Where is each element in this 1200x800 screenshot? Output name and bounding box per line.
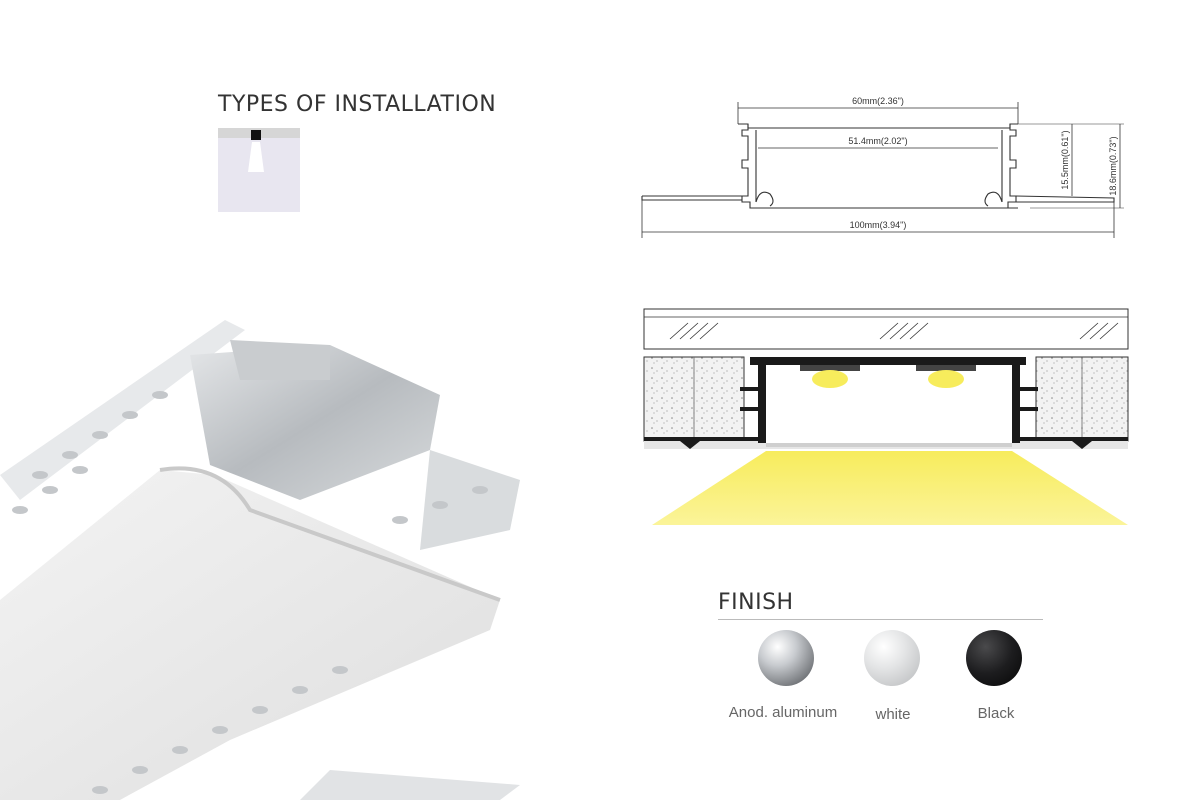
finish-swatch-black [966, 630, 1022, 686]
profile-3d-render [0, 320, 520, 800]
finish-label-white: white [875, 706, 911, 723]
finish-label-black: Black [977, 705, 1015, 722]
dim-height-15: 15.5mm(0.61") [1060, 130, 1070, 189]
finish-divider [718, 619, 1043, 620]
dim-width-60: 60mm(2.36") [852, 96, 904, 106]
dim-width-51: 51.4mm(2.02") [848, 136, 907, 146]
installation-title: TYPES OF INSTALLATION [218, 92, 497, 117]
finish-label-aluminum: Anod. aluminum [728, 704, 838, 721]
installation-cross-section [643, 308, 1129, 525]
finish-title: FINISH [718, 590, 794, 615]
finish-swatch-white [864, 630, 920, 686]
dim-width-100: 100mm(3.94") [850, 220, 907, 230]
finish-swatch-aluminum [758, 630, 814, 686]
profile-dimension-drawing: 60mm(2.36") 51.4mm(2.02") 15.5mm(0.61") … [641, 96, 1124, 238]
recessed-installation-icon [218, 128, 300, 212]
dim-height-18: 18.6mm(0.73") [1108, 136, 1118, 195]
